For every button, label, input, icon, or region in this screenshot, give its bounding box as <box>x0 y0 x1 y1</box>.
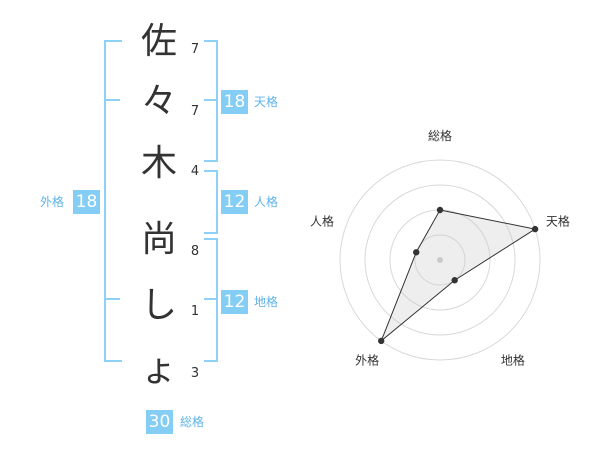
tenkaku-bracket-tick <box>204 99 216 101</box>
chikaku-score: 12 <box>221 290 248 314</box>
name-char-3: 木 <box>140 143 177 184</box>
radar-ring <box>414 234 466 286</box>
gaikaku-bracket-tick <box>104 99 120 101</box>
radar-point-3 <box>451 277 458 284</box>
gaikaku-bracket <box>104 40 122 362</box>
jinkaku-score: 12 <box>221 190 248 214</box>
radar-polygon <box>380 209 537 342</box>
soukaku-label: 総格 <box>180 415 205 429</box>
name-char-4: 尚 <box>140 219 177 260</box>
tenkaku-label: 天格 <box>254 95 279 109</box>
gaikaku-label: 外格 <box>40 195 65 209</box>
radar-point-4 <box>378 337 385 345</box>
name-char-1: 佐 <box>140 21 177 62</box>
name-char-6: ょ <box>140 349 177 390</box>
radar-ring <box>339 159 541 361</box>
radar-point-2 <box>531 225 539 233</box>
radar-point-5 <box>413 249 420 256</box>
stroke-count-2: 7 <box>190 104 200 119</box>
jinkaku-bracket <box>204 170 218 234</box>
stroke-count-5: 1 <box>190 304 200 319</box>
tenkaku-score: 18 <box>221 90 248 114</box>
radar-axis-label: 地格 <box>501 352 525 367</box>
radar-ring <box>364 184 516 336</box>
gaikaku-score: 18 <box>73 190 100 214</box>
name-char-2: 々 <box>140 81 177 122</box>
radar-axis-label: 天格 <box>546 214 570 229</box>
radar-axis-label: 総格 <box>428 128 452 143</box>
gaikaku-bracket-tick <box>104 298 120 300</box>
stroke-count-3: 4 <box>190 164 200 179</box>
chikaku-bracket-tick <box>204 298 216 300</box>
radar-point-1 <box>436 206 444 214</box>
radar-axis-label: 外格 <box>355 352 379 367</box>
stroke-count-6: 3 <box>190 366 200 381</box>
name-char-5: し <box>140 285 177 326</box>
chikaku-bracket <box>204 238 218 362</box>
stroke-count-4: 8 <box>190 244 200 259</box>
radar-axis-label: 人格 <box>310 214 334 229</box>
jinkaku-label: 人格 <box>254 195 279 209</box>
chikaku-label: 地格 <box>254 295 279 309</box>
radar-center <box>437 257 443 263</box>
stroke-count-1: 7 <box>190 42 200 57</box>
soukaku-score: 30 <box>146 410 173 434</box>
tenkaku-bracket <box>204 40 218 162</box>
